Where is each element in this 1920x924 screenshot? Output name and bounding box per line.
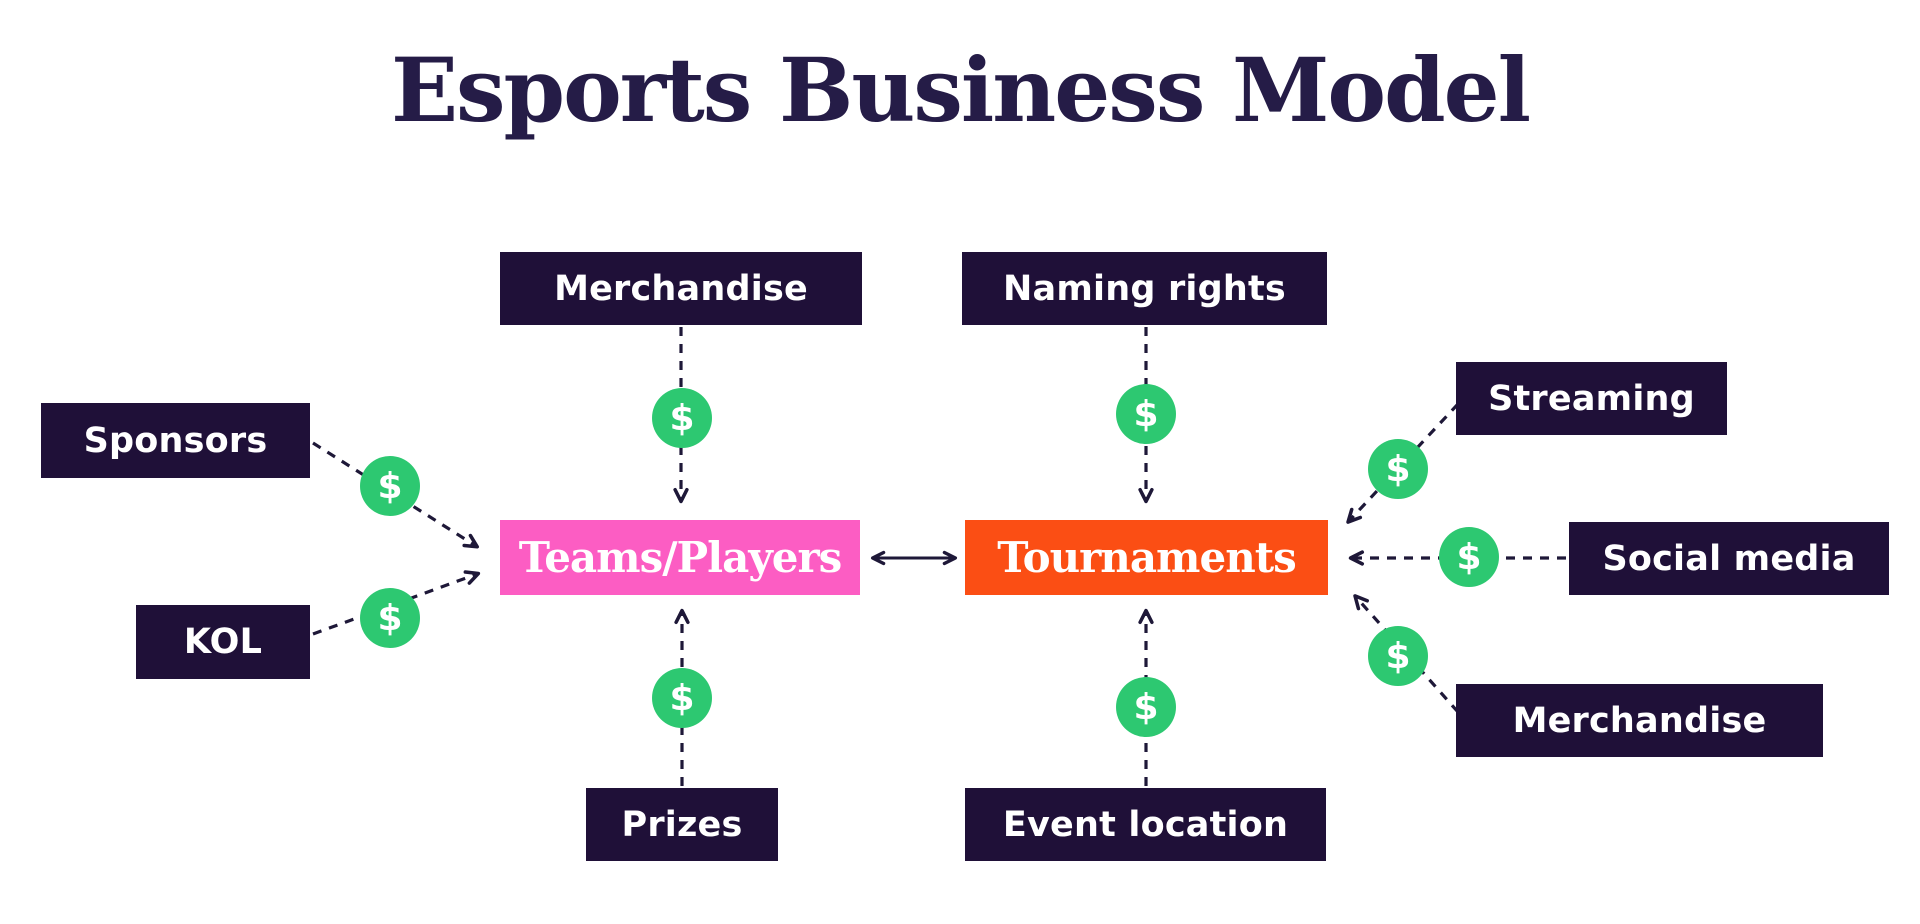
dollar-icon: $ <box>1116 384 1176 444</box>
node-event-location: Event location <box>965 788 1326 861</box>
dollar-icon: $ <box>360 588 420 648</box>
node-tournaments: Tournaments <box>965 520 1328 595</box>
node-social-media: Social media <box>1569 522 1889 595</box>
dollar-icon: $ <box>652 388 712 448</box>
dollar-icon: $ <box>1439 527 1499 587</box>
dollar-glyph: $ <box>377 465 403 507</box>
node-naming-rights: Naming rights <box>962 252 1327 325</box>
dollar-glyph: $ <box>1385 448 1411 490</box>
dollar-glyph: $ <box>1456 536 1482 578</box>
node-prizes: Prizes <box>586 788 778 861</box>
dollar-icon: $ <box>652 668 712 728</box>
page-title: Esports Business Model <box>390 38 1531 142</box>
dollar-glyph: $ <box>669 397 695 439</box>
node-merchandise-right: Merchandise <box>1456 684 1823 757</box>
node-sponsors: Sponsors <box>41 403 310 478</box>
dollar-icon: $ <box>360 456 420 516</box>
dollar-glyph: $ <box>377 597 403 639</box>
dollar-glyph: $ <box>669 677 695 719</box>
dollar-glyph: $ <box>1133 393 1159 435</box>
dollar-icon: $ <box>1116 677 1176 737</box>
node-teams-players: Teams/Players <box>500 520 860 595</box>
dollar-icon: $ <box>1368 626 1428 686</box>
dollar-glyph: $ <box>1133 686 1159 728</box>
node-streaming: Streaming <box>1456 362 1727 435</box>
node-kol: KOL <box>136 605 310 679</box>
node-merchandise-top: Merchandise <box>500 252 862 325</box>
arrow-sponsors-to-teams <box>312 441 479 549</box>
dollar-icon: $ <box>1368 439 1428 499</box>
dollar-glyph: $ <box>1385 635 1411 677</box>
